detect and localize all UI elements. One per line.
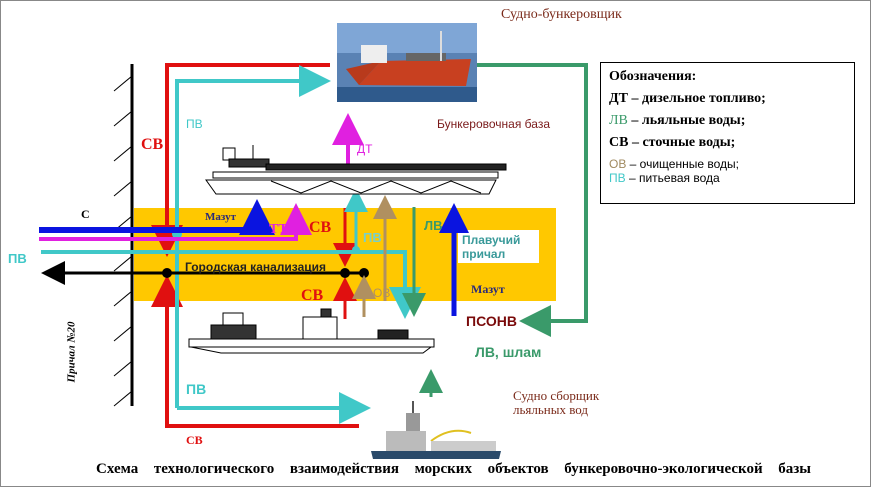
ov-label: ОВ bbox=[373, 286, 391, 300]
legend-title: Обозначения: bbox=[609, 69, 697, 84]
caption-word: бункеровочно-экологической bbox=[564, 461, 763, 477]
pv-label-top: ПВ bbox=[186, 117, 203, 131]
caption-word: взаимодействия bbox=[289, 461, 400, 477]
pv-label-band: ПВ bbox=[363, 230, 382, 245]
service-ship bbox=[188, 308, 435, 354]
base-title: Бункеровочная база bbox=[437, 117, 550, 131]
pv-pipe-top bbox=[175, 65, 331, 408]
legend-item-pv: ПВ – питьевая вода bbox=[609, 171, 846, 185]
bunker-base-barge bbox=[205, 145, 507, 195]
tanker-title: Судно-бункеровщик bbox=[501, 7, 622, 22]
sv-label-band: СВ bbox=[309, 219, 332, 236]
floating-pier-box bbox=[458, 230, 539, 263]
lv-shlam-label: ЛВ, шлам bbox=[475, 344, 542, 360]
pv-label-bottom: ПВ bbox=[186, 381, 207, 397]
lv-return-pipe bbox=[477, 63, 588, 337]
sewer-node bbox=[340, 268, 350, 278]
sv-label-lower: СВ bbox=[301, 287, 324, 304]
legend-text: – питьевая вода bbox=[625, 171, 720, 185]
legend: Обозначения: ДТ – дизельное топливо; ЛВ … bbox=[600, 62, 855, 204]
pier-20-label: Причал №20 bbox=[65, 321, 78, 383]
caption-word: морских bbox=[414, 461, 472, 477]
pv-junction bbox=[352, 246, 360, 254]
legend-code: СВ bbox=[609, 135, 629, 150]
pv-main bbox=[41, 250, 421, 319]
legend-text: – очищенные воды; bbox=[626, 157, 739, 171]
legend-item-sv: СВ – сточные воды; bbox=[609, 135, 846, 151]
tt-pipe bbox=[39, 203, 312, 241]
bilge-collector-ship bbox=[371, 401, 501, 459]
legend-code: ПВ bbox=[609, 171, 626, 185]
caption-word: базы bbox=[778, 461, 811, 477]
legend-text: – дизельное топливо; bbox=[627, 91, 766, 106]
sv-pipe-bottom bbox=[151, 275, 359, 428]
legend-code: ЛВ bbox=[609, 113, 628, 128]
mazut-label: Мазут bbox=[205, 211, 236, 223]
tt-label: ТТ bbox=[269, 222, 288, 237]
legend-text: – сточные воды; bbox=[628, 135, 736, 150]
c-label: С bbox=[81, 207, 90, 221]
pier-wall bbox=[113, 64, 134, 407]
legend-text: – льяльные воды; bbox=[627, 113, 746, 128]
tanker-ship-image bbox=[337, 23, 477, 102]
sv-label-bottom: СВ bbox=[186, 433, 203, 447]
psonv-label: ПСОНВ bbox=[466, 313, 517, 329]
legend-code: ДТ bbox=[609, 91, 628, 106]
caption-word: объектов bbox=[487, 461, 549, 477]
mazut-pier-label: Мазут bbox=[471, 282, 505, 296]
legend-item-lv: ЛВ – льяльные воды; bbox=[609, 113, 846, 129]
lv-label-band: ЛВ bbox=[424, 218, 443, 233]
sewer-node bbox=[359, 268, 369, 278]
floating-pier-label: Плавучий причал bbox=[462, 233, 521, 261]
legend-item-dt: ДТ – дизельное топливо; bbox=[609, 91, 846, 107]
dt-label: ДТ bbox=[357, 142, 373, 156]
sewer-node bbox=[162, 268, 172, 278]
sv-label-left: СВ bbox=[141, 136, 164, 153]
diagram-caption: Схема технологического взаимодействия мо… bbox=[96, 461, 811, 478]
legend-item-ov: ОВ – очищенные воды; bbox=[609, 157, 846, 171]
city-sewer-label: Городская канализация bbox=[185, 260, 327, 274]
caption-word: Схема bbox=[96, 461, 139, 477]
collector-title: Судно сборщик льяльных вод bbox=[513, 388, 600, 417]
caption-word: технологического bbox=[153, 461, 275, 477]
sv-pipe-top bbox=[151, 63, 330, 257]
pv-label-left: ПВ bbox=[8, 251, 27, 266]
mazut-pipe bbox=[39, 199, 275, 235]
legend-code: ОВ bbox=[609, 157, 627, 171]
